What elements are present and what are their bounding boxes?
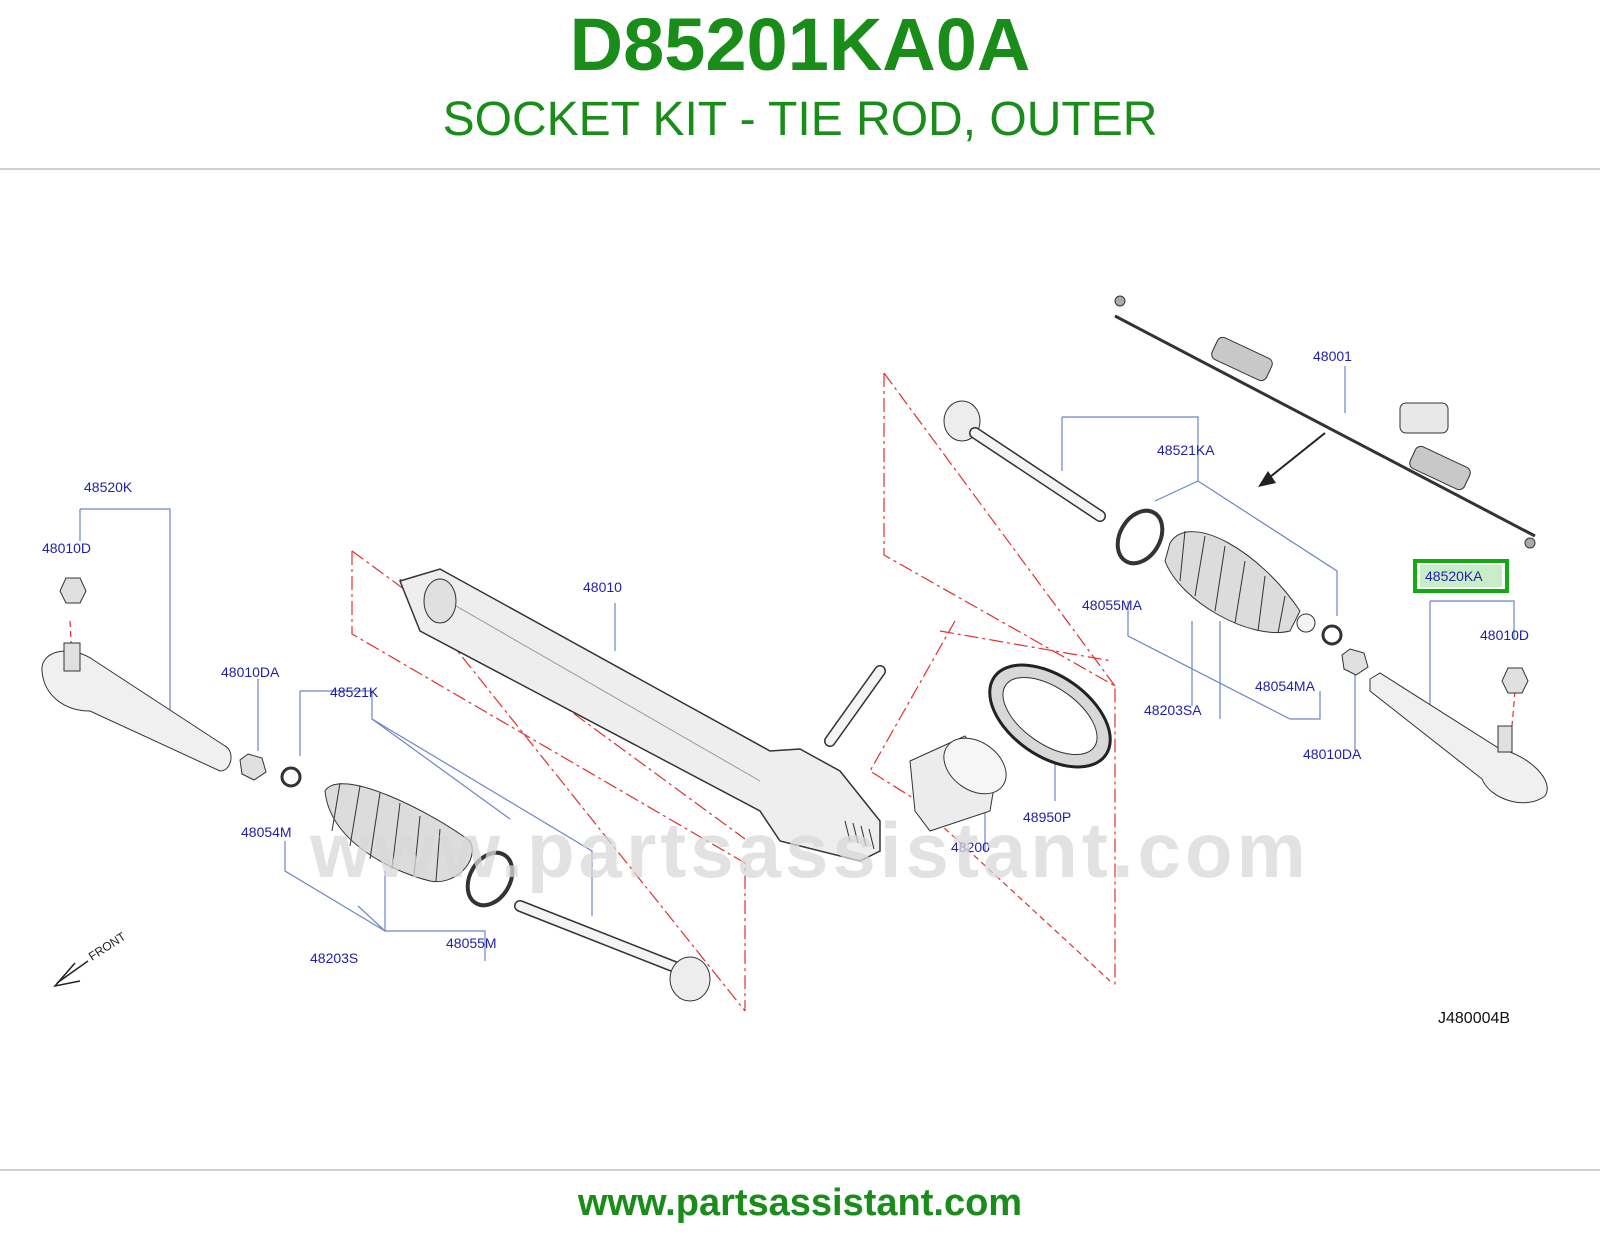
top-divider <box>0 168 1600 170</box>
parts-diagram: www.partsassistant.com <box>0 171 1600 1168</box>
column-seal-48950p <box>988 663 1112 769</box>
steering-gear-housing-48010 <box>398 568 886 862</box>
callout-48520k[interactable]: 48520K <box>84 479 133 495</box>
inner-tie-rod-right <box>943 400 1106 522</box>
boot-clamp-48055ma <box>1115 508 1165 566</box>
diagram-code: J480004B <box>1438 1010 1510 1027</box>
boot-48203s <box>324 782 473 883</box>
selected-part-fill <box>1420 565 1502 587</box>
callout-48001[interactable]: 48001 <box>1313 348 1352 364</box>
callout-48010d-right[interactable]: 48010D <box>1480 627 1529 643</box>
header: D85201KA0A SOCKET KIT - TIE ROD, OUTER <box>0 0 1600 170</box>
callout-48010da-left[interactable]: 48010DA <box>221 664 280 680</box>
callout-48203s[interactable]: 48203S <box>310 950 358 966</box>
callout-48521ka[interactable]: 48521KA <box>1157 442 1215 458</box>
callout-48054m[interactable]: 48054M <box>241 824 292 840</box>
dust-cover-48200 <box>909 735 1007 832</box>
front-indicator: FRONT <box>52 929 129 988</box>
boot-48203sa <box>1164 530 1316 634</box>
callout-48055ma[interactable]: 48055MA <box>1082 597 1143 613</box>
footer-url[interactable]: www.partsassistant.com <box>577 1182 1023 1224</box>
part-number: D85201KA0A <box>569 3 1031 86</box>
callout-48055m[interactable]: 48055M <box>446 935 497 951</box>
selected-part-highlight <box>1413 559 1509 593</box>
steering-rack-assembly-48001 <box>1114 295 1536 549</box>
callout-48203sa[interactable]: 48203SA <box>1144 702 1202 718</box>
small-clamp-48054ma <box>1321 624 1343 646</box>
callout-48010d-left[interactable]: 48010D <box>42 540 91 556</box>
callout-labels: 48001 48521KA 48520K 48010D 48010 48055M… <box>42 348 1529 966</box>
callout-48521k[interactable]: 48521K <box>330 684 379 700</box>
boot-clamp-48055m <box>465 850 515 908</box>
leader-lines <box>79 366 1515 961</box>
lock-nut-48010da-right <box>1341 648 1369 676</box>
nut-48010d-left <box>59 577 87 604</box>
outer-tie-rod-end-48520k <box>41 642 232 772</box>
diagram-canvas: FRONT 48001 48521KA 48520K 48010D 48010 … <box>41 295 1548 1027</box>
callout-48950p[interactable]: 48950P <box>1023 809 1071 825</box>
direction-arrow <box>1258 432 1326 487</box>
small-clamp-48054m <box>280 766 302 788</box>
nut-48010d-right <box>1501 667 1529 694</box>
watermark: www.partsassistant.com <box>310 806 1310 894</box>
callout-48520ka[interactable]: 48520KA <box>1425 568 1483 584</box>
callout-48054ma[interactable]: 48054MA <box>1255 678 1316 694</box>
part-title: SOCKET KIT - TIE ROD, OUTER <box>442 93 1158 146</box>
callout-48200[interactable]: 48200 <box>951 839 990 855</box>
callout-48010da-right[interactable]: 48010DA <box>1303 746 1362 762</box>
front-label: FRONT <box>86 929 129 964</box>
inner-tie-rod-left <box>514 900 711 1002</box>
outer-tie-rod-end-48520ka <box>1369 672 1548 804</box>
lock-nut-48010da-left <box>239 753 267 781</box>
bottom-divider <box>0 1169 1600 1171</box>
callout-48010[interactable]: 48010 <box>583 579 622 595</box>
